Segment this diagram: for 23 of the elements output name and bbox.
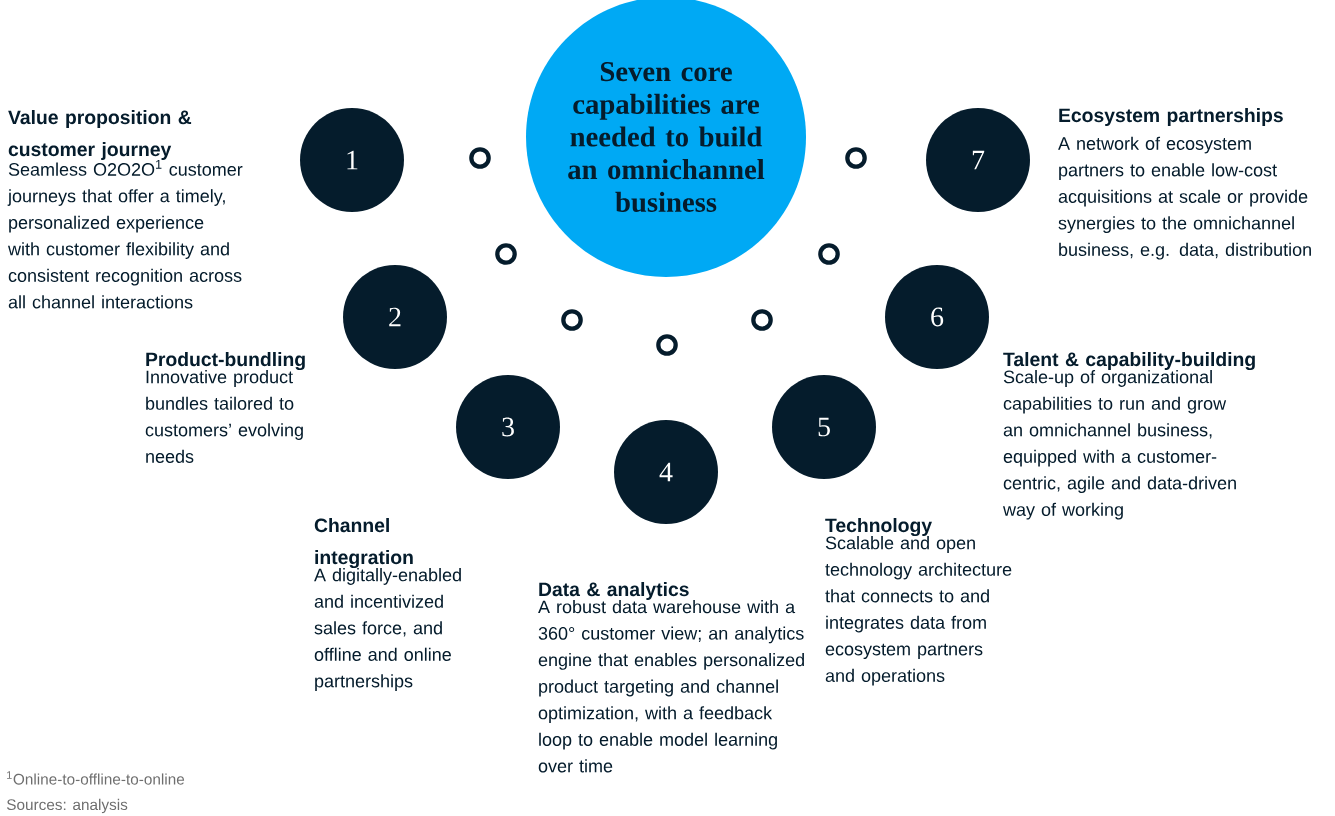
description: Innovative product bundles tailored to customers’ evolving needs bbox=[145, 370, 303, 463]
ring bbox=[495, 243, 517, 265]
heading: Ecosystem partnerships bbox=[1059, 108, 1283, 126]
footnote: Sources: analysis bbox=[6, 798, 128, 814]
heading: Data & analytics bbox=[539, 582, 689, 600]
ring bbox=[845, 147, 867, 169]
description: A network of ecosystem partners to enable low-cost acquisitions at scale or provide synergies to the omnichannel business, e.g. data, distribution bbox=[1058, 136, 1311, 260]
ring bbox=[656, 334, 678, 356]
description: Seamless O2O2O$^{1}$ customer journeys that offer a timely, personalized experience with customer flexibility and consistent recognition across all channel interactions bbox=[7, 160, 243, 309]
heading: Product-bundling bbox=[146, 352, 305, 371]
ring bbox=[751, 309, 773, 331]
ring bbox=[561, 309, 583, 331]
footnote: $^{1}$Online-to-offline-to-online bbox=[7, 771, 185, 785]
ring bbox=[469, 147, 491, 169]
heading: Talent & capability-building bbox=[1003, 352, 1255, 371]
heading: Channel integration bbox=[314, 518, 413, 569]
description: A digitally-enabled and incentivized sales force, and offline and online partnerships bbox=[314, 568, 461, 691]
description: Scalable and open technology architecture that connects to and integrates data from ecosystem partners and operations bbox=[825, 536, 1012, 686]
description: A robust data warehouse with a 360° customer view; an analytics engine that enables personalized product targeting and channel optimization, with a feedback loop to enable model learning over time bbox=[538, 600, 804, 773]
heading: Technology bbox=[825, 518, 932, 537]
ring bbox=[818, 243, 840, 265]
description: Scale-up of organizational capabilities to run and grow an omnichannel business, equipped with a customer-centric, agile and data-driven way of working bbox=[1003, 370, 1236, 520]
heading: Value proposition & customer journey bbox=[8, 110, 192, 160]
